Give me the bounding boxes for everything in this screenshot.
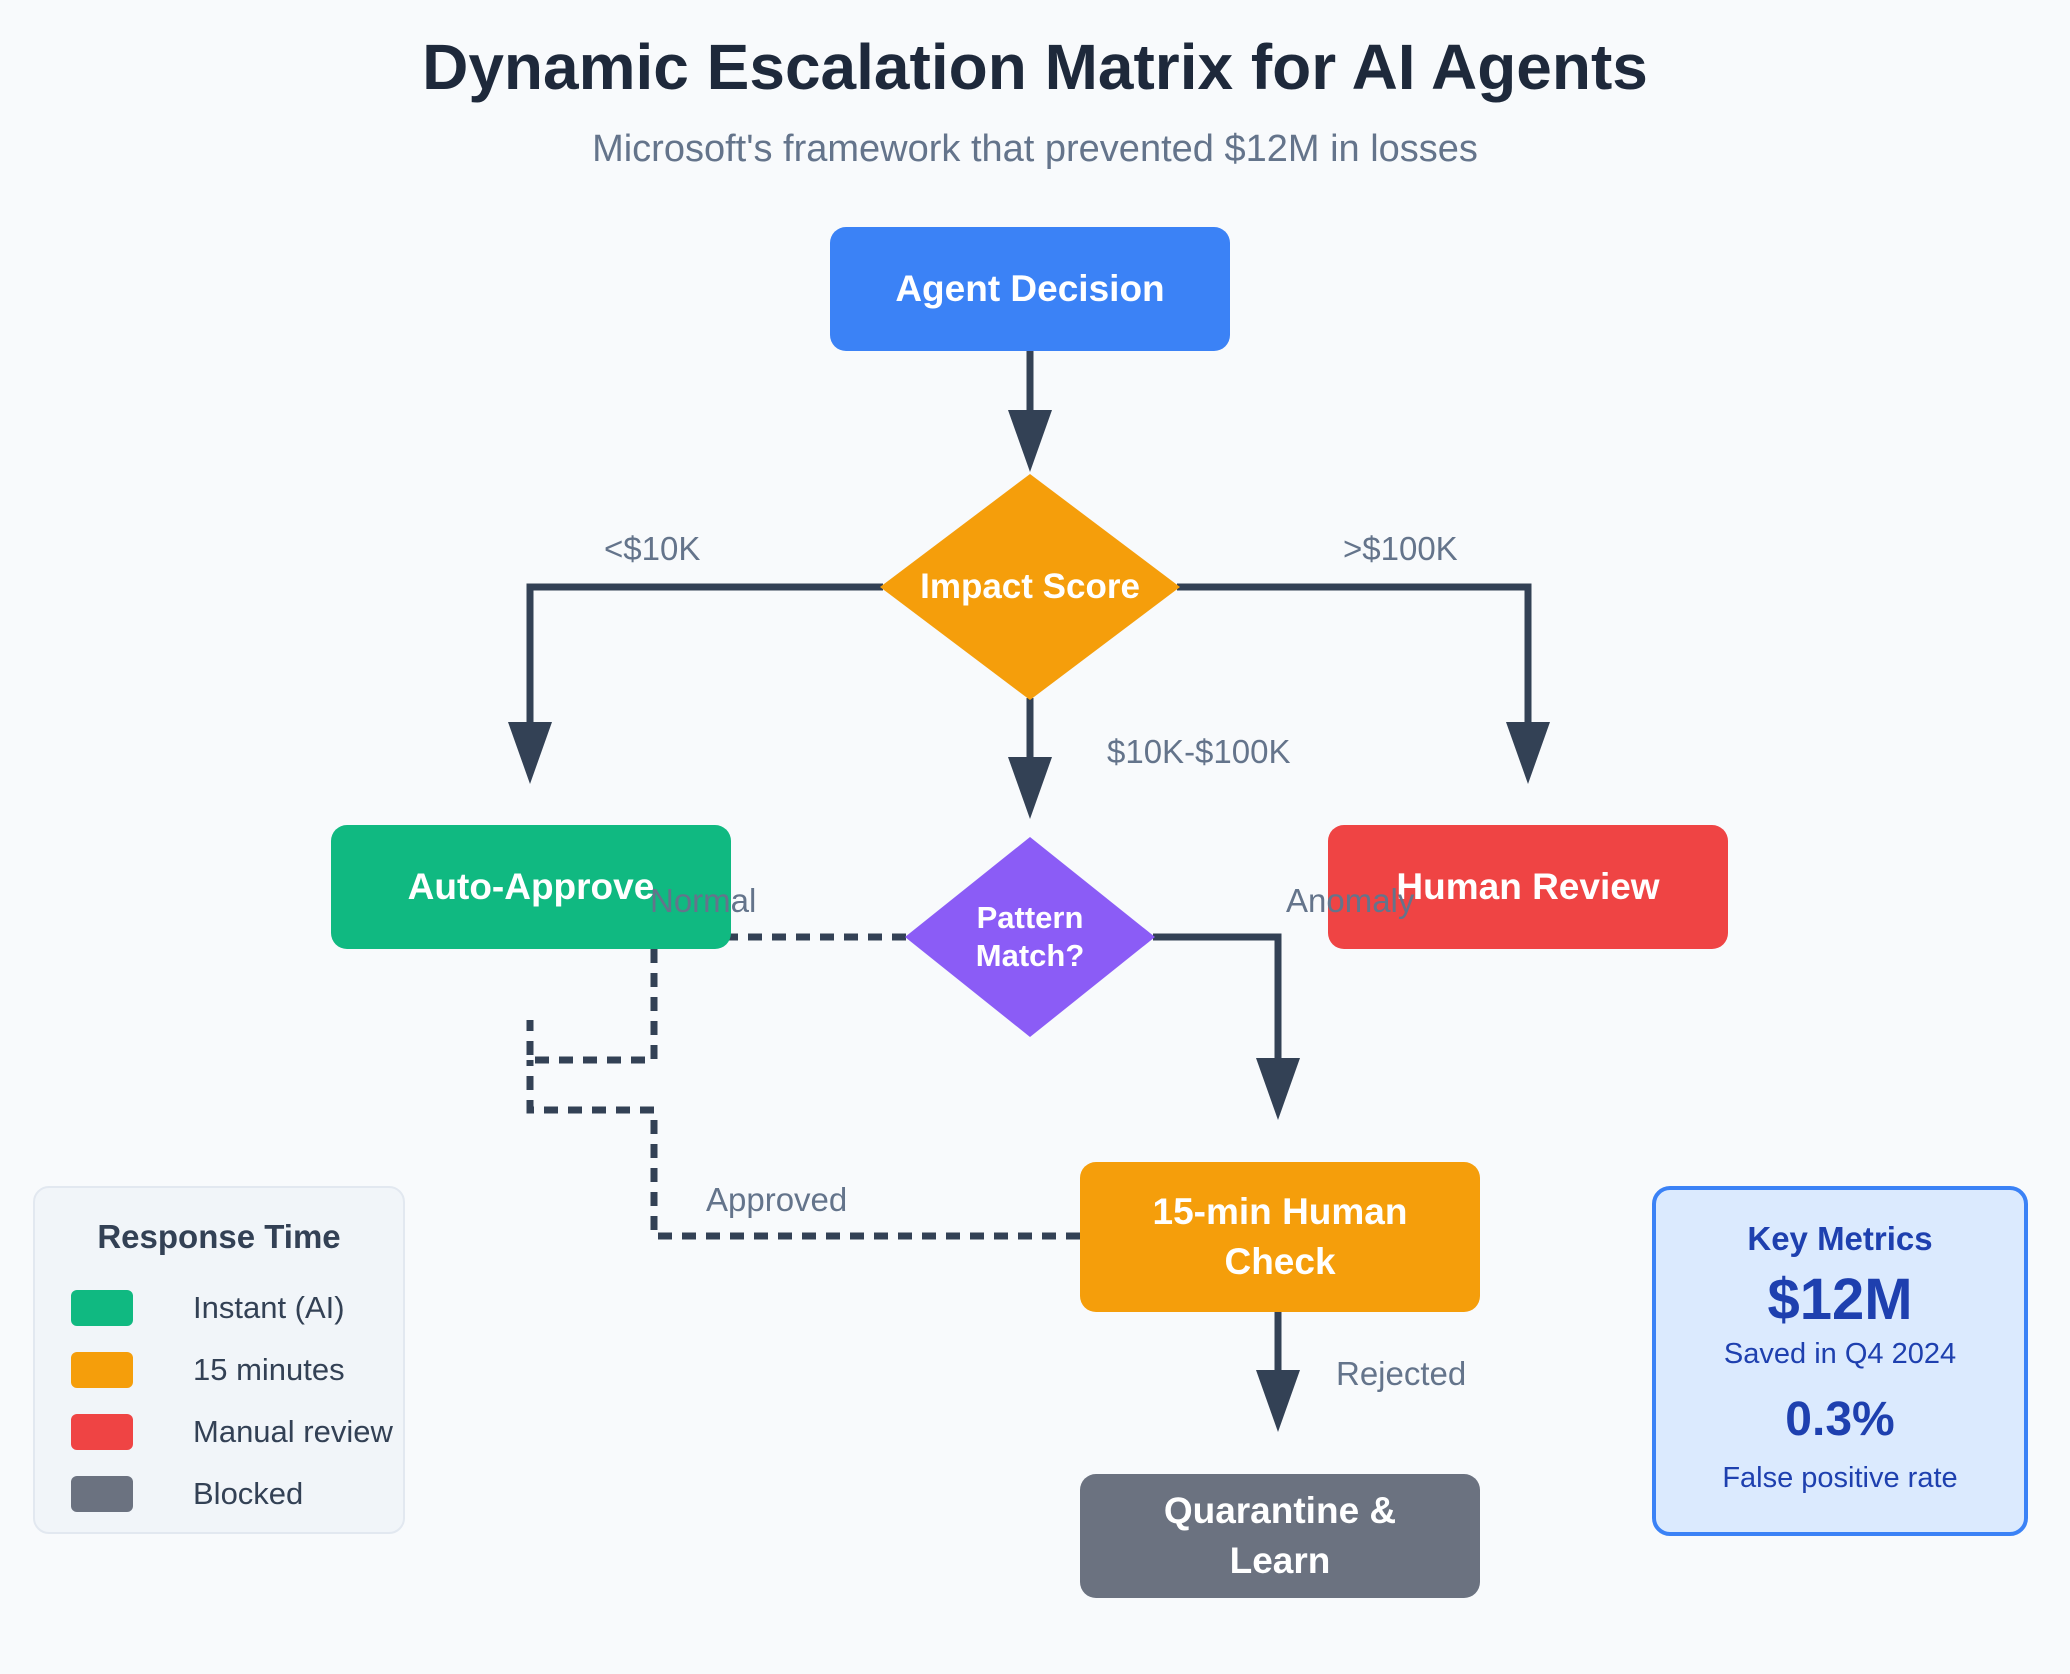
legend-swatch-15min [71,1352,133,1388]
agent-decision-node: Agent Decision [830,227,1230,351]
legend-item: Blocked [71,1474,391,1514]
pattern-match-label: Pattern Match? [975,900,1085,973]
legend-swatch-manual [71,1414,133,1450]
arrowhead-review [1506,722,1550,784]
edge-label-rejected: Rejected [1336,1355,1467,1392]
legend-label: Blocked [193,1476,304,1511]
metric-savings-value: $12M [1767,1267,1913,1332]
agent-decision-label: Agent Decision [895,268,1165,309]
edge-label-mid: $10K-$100K [1107,733,1291,770]
arrowhead-check [1256,1058,1300,1120]
human-check-node: 15-min Human Check [1080,1162,1480,1312]
metrics-title: Key Metrics [1747,1220,1933,1257]
legend-label: 15 minutes [193,1352,345,1387]
legend-item: Manual review [71,1412,393,1452]
page-title: Dynamic Escalation Matrix for AI Agents [422,31,1648,103]
quarantine-label-line2: Learn [1229,1540,1331,1581]
legend-item: Instant (AI) [71,1288,391,1328]
edge-label-low: <$10K [604,530,701,567]
legend-swatch-instant [71,1290,133,1326]
edge-pattern-to-auto-dashed [526,933,906,1064]
arrowhead-impact [1008,410,1052,472]
arrowhead-pattern [1008,757,1052,819]
legend-title: Response Time [97,1218,341,1255]
impact-score-label: Impact Score [920,567,1140,606]
metric-fpr-caption: False positive rate [1722,1462,1958,1494]
metric-fpr-value: 0.3% [1785,1393,1895,1446]
arrowhead-quarantine [1256,1370,1300,1432]
auto-approve-node: Auto-Approve [331,825,731,949]
metric-savings-caption: Saved in Q4 2024 [1723,1338,1957,1370]
quarantine-node: Quarantine & Learn [1080,1474,1480,1598]
auto-approve-label: Auto-Approve [407,866,655,907]
page-subtitle: Microsoft's framework that prevented $12… [592,128,1478,170]
edge-label-anomaly: Anomaly [1286,882,1415,919]
edge-check-to-auto-dashed [526,1060,1080,1240]
legend-label: Manual review [193,1414,393,1449]
edge-label-approved: Approved [706,1181,848,1218]
legend: Response Time Instant (AI) 15 minutes Ma… [33,1186,405,1534]
human-review-label: Human Review [1396,866,1660,907]
edge-impact-to-auto [526,583,883,722]
human-check-label-line1: 15-min Human [1152,1191,1408,1232]
edge-impact-to-review [1177,583,1532,722]
impact-score-diamond [880,474,1180,700]
edge-pattern-to-check [1153,933,1282,1058]
human-review-node: Human Review [1328,825,1728,949]
quarantine-label-line1: Quarantine & [1163,1490,1397,1531]
legend-item: 15 minutes [71,1350,391,1390]
edge-label-high: >$100K [1343,530,1458,567]
legend-swatch-blocked [71,1476,133,1512]
arrowhead-auto [508,722,552,784]
edge-label-normal: Normal [650,882,757,919]
pattern-match-diamond [905,837,1155,1037]
key-metrics-panel: Key Metrics $12M Saved in Q4 2024 0.3% F… [1652,1186,2028,1536]
legend-label: Instant (AI) [193,1290,345,1325]
human-check-label-line2: Check [1224,1241,1336,1282]
